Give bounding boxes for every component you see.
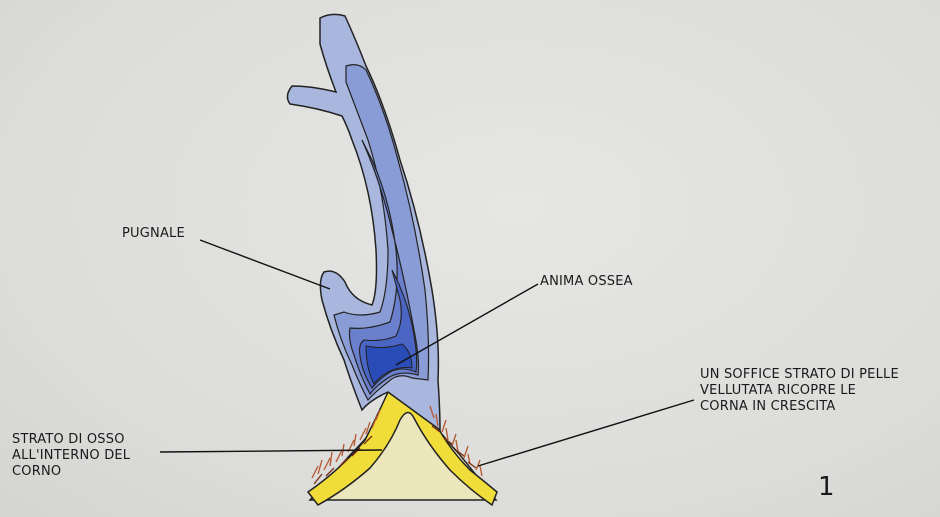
label-anima-ossea: ANIMA OSSEA bbox=[540, 274, 633, 290]
label-bone-line-2: ALL'INTERNO DEL bbox=[12, 448, 130, 464]
label-velvet-skin: UN SOFFICE STRATO DI PELLE VELLUTATA RIC… bbox=[700, 367, 899, 415]
label-bone-layer: STRATO DI OSSO ALL'INTERNO DEL CORNO bbox=[12, 432, 130, 480]
label-velvet-line-1: UN SOFFICE STRATO DI PELLE bbox=[700, 367, 899, 383]
label-bone-line-1: STRATO DI OSSO bbox=[12, 432, 130, 448]
leader-pugnale bbox=[200, 240, 330, 289]
page-number: 1 bbox=[818, 472, 835, 502]
label-velvet-line-2: VELLUTATA RICOPRE LE bbox=[700, 383, 899, 399]
label-bone-line-3: CORNO bbox=[12, 464, 130, 480]
leader-velluto bbox=[478, 400, 694, 466]
label-pugnale: PUGNALE bbox=[122, 226, 185, 242]
label-velvet-line-3: CORNA IN CRESCITA bbox=[700, 399, 899, 415]
